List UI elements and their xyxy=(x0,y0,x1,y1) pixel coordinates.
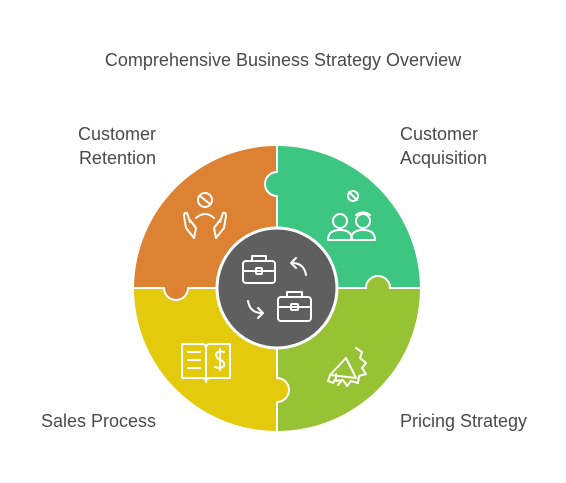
label-pricing-strategy-line-1: Pricing Strategy xyxy=(400,411,528,431)
label-customer-acquisition-line-2: Acquisition xyxy=(400,148,488,168)
label-customer-acquisition-line-1: Customer xyxy=(400,124,479,144)
label-customer-retention-line-2: Retention xyxy=(78,148,156,168)
briefcase-cycle-icon xyxy=(242,255,312,322)
label-customer-retention: Customer Retention xyxy=(30,122,156,170)
center-hub xyxy=(215,226,339,350)
two-people-icon xyxy=(327,190,376,241)
label-sales-process-line-1: Sales Process xyxy=(40,411,156,431)
megaphone-badge-icon xyxy=(327,347,367,387)
hands-holding-person-icon xyxy=(183,192,227,239)
label-pricing-strategy: Pricing Strategy xyxy=(400,409,560,433)
label-customer-acquisition: Customer Acquisition xyxy=(400,122,550,170)
label-sales-process: Sales Process xyxy=(10,409,156,433)
diagram-title: Comprehensive Business Strategy Overview xyxy=(104,50,462,70)
book-dollar-icon xyxy=(181,343,231,383)
label-customer-retention-line-1: Customer xyxy=(77,124,156,144)
